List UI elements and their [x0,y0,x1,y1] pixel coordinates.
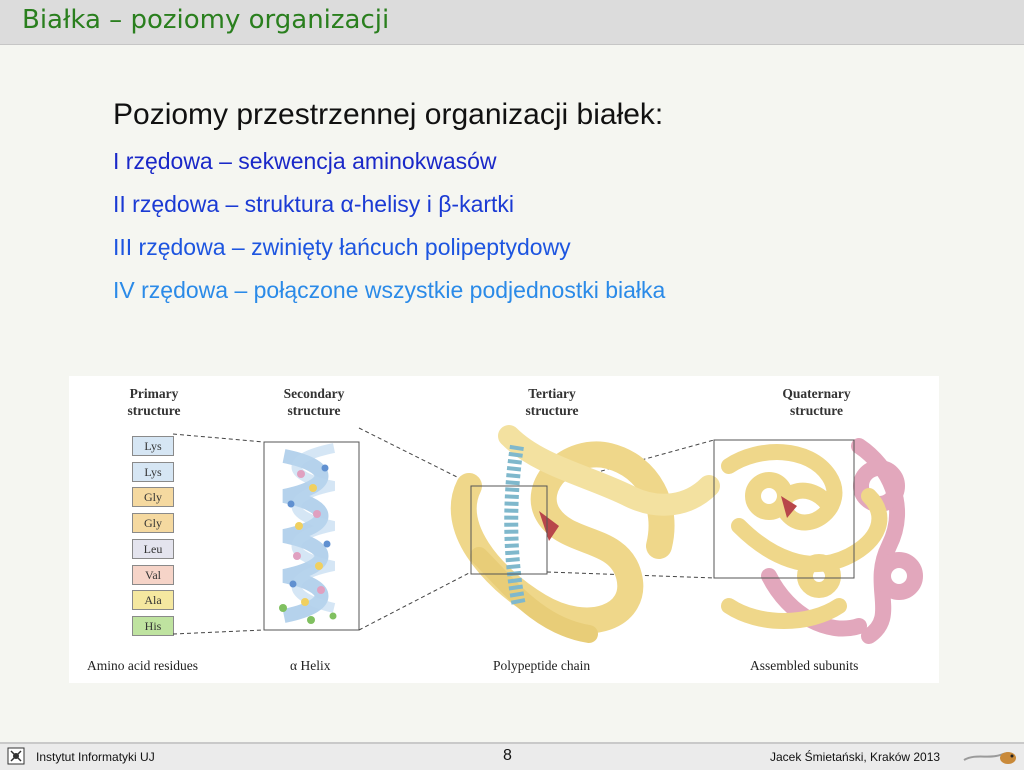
primary-caption: Amino acid residues [87,658,198,673]
secondary-caption: α Helix [290,658,331,673]
quaternary-caption: Assembled subunits [750,658,859,673]
bird-logo-icon [963,752,1016,764]
level-4-line: IV rzędowa – połączone wszystkie podjedn… [113,277,666,303]
structure-illustration [172,425,923,644]
university-crest-icon [7,747,25,765]
residue-box: Val [132,564,174,585]
residue-box: Lys [132,436,174,456]
level-3-line: III rzędowa – zwinięty łańcuch polipepty… [113,234,571,260]
residue-box: His [132,615,174,636]
footer-bar: Instytut Informatyki UJ 8 Jacek Śmietańs… [0,742,1024,770]
content-heading: Poziomy przestrzennej organizacji białek… [113,98,664,131]
author-label: Jacek Śmietański, Kraków 2013 [770,750,941,764]
slide-title: Białka – poziomy organizacji [22,5,390,35]
residue-box: Gly [132,513,174,534]
polypeptide-chain-drawing [450,425,720,643]
title-bar: Białka – poziomy organizacji [0,0,1024,45]
residue-box: Leu [132,538,174,559]
alpha-helix-drawing [263,441,360,631]
residue-box: Lys [132,461,174,482]
level-2-line: II rzędowa – struktura α-helisy i β-kart… [113,191,515,217]
assembled-subunits-drawing [713,438,923,644]
slide-content: Poziomy przestrzennej organizacji białek… [113,98,665,312]
residue-box: Gly [132,487,174,508]
institute-label: Instytut Informatyki UJ [36,750,155,764]
tertiary-caption: Polypeptide chain [493,658,591,673]
residue-box: Ala [132,590,174,611]
page-number: 8 [503,747,512,764]
level-1-line: I rzędowa – sekwencja aminokwasów [113,148,497,174]
